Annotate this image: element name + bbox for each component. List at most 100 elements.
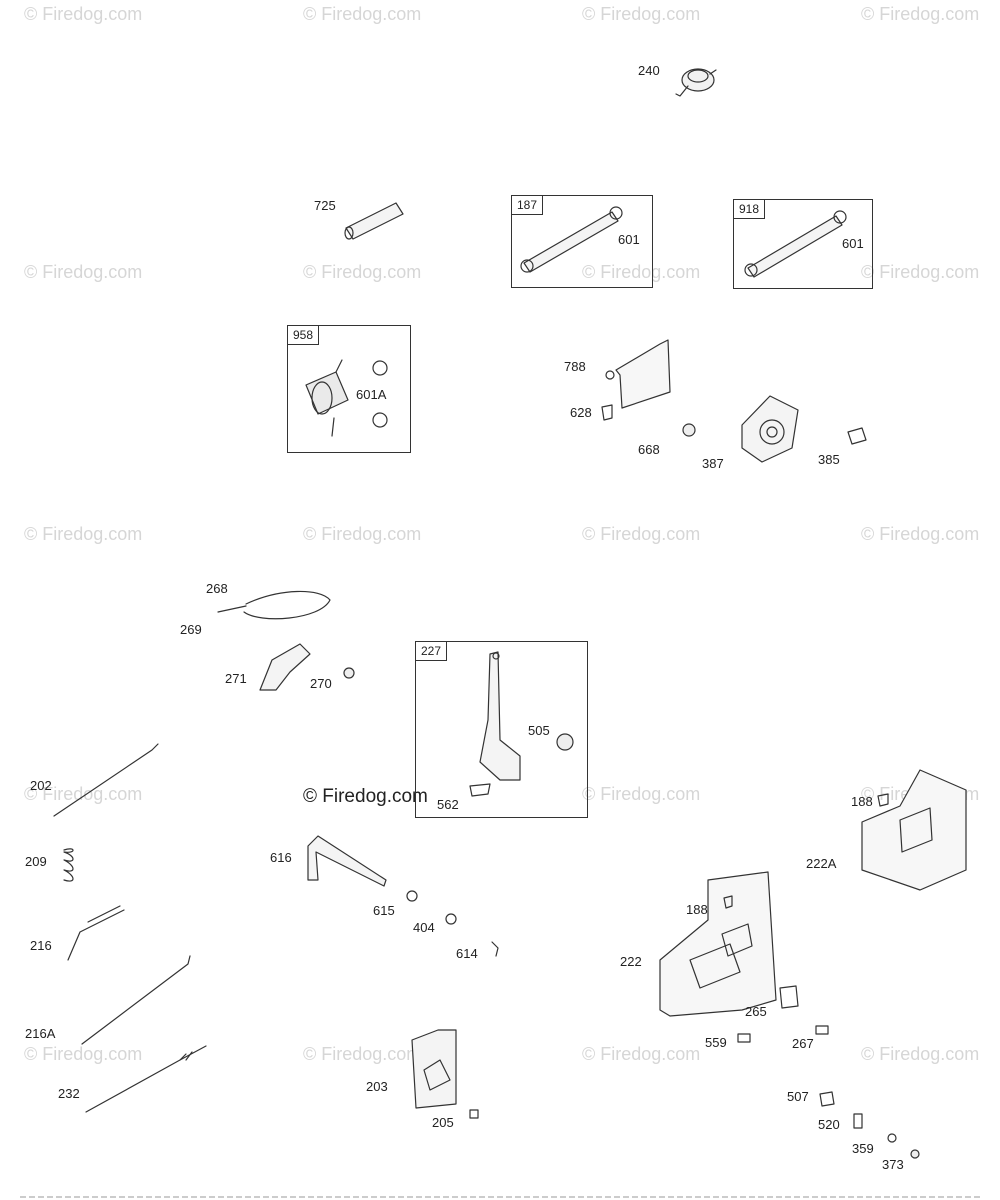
callout-616: 616 xyxy=(270,850,292,865)
part-209[interactable] xyxy=(63,848,74,882)
callout-559: 559 xyxy=(705,1035,727,1050)
kit-box-227[interactable]: 227 xyxy=(415,641,588,818)
part-359[interactable] xyxy=(887,1133,897,1143)
part-404[interactable] xyxy=(445,913,457,925)
part-725[interactable] xyxy=(344,202,404,240)
part-222A[interactable] xyxy=(861,769,967,891)
callout-265: 265 xyxy=(745,1004,767,1019)
watermark: © Firedog.com xyxy=(861,524,980,544)
callout-628: 628 xyxy=(570,405,592,420)
kit-number: 227 xyxy=(415,641,448,661)
callout-615: 615 xyxy=(373,903,395,918)
callout-203: 203 xyxy=(366,1079,388,1094)
part-222[interactable] xyxy=(659,871,777,1017)
part-373[interactable] xyxy=(910,1149,920,1159)
callout-268: 268 xyxy=(206,581,228,596)
part-615[interactable] xyxy=(406,890,418,902)
callout-601A: 601A xyxy=(356,387,387,402)
callout-209: 209 xyxy=(25,854,47,869)
callout-216: 216 xyxy=(30,938,52,953)
watermark: © Firedog.com xyxy=(24,1044,143,1064)
callout-614: 614 xyxy=(456,946,478,961)
part-958-filter[interactable] xyxy=(305,359,388,437)
kit-box-958[interactable]: 958 xyxy=(287,325,411,453)
part-628[interactable] xyxy=(601,404,613,421)
kit-box-918[interactable]: 918 xyxy=(733,199,873,289)
center-watermark: © Firedog.com xyxy=(303,786,428,807)
watermark: © Firedog.com xyxy=(24,524,143,544)
callout-359: 359 xyxy=(852,1141,874,1156)
watermark: © Firedog.com xyxy=(861,1044,980,1064)
watermark: © Firedog.com xyxy=(582,524,701,544)
part-520[interactable] xyxy=(853,1113,863,1129)
callout-668: 668 xyxy=(638,442,660,457)
part-385[interactable] xyxy=(847,427,867,445)
kit-number: 958 xyxy=(287,325,320,345)
page-bottom-border xyxy=(20,1196,980,1198)
callout-788: 788 xyxy=(564,359,586,374)
callout-232: 232 xyxy=(58,1086,80,1101)
part-505[interactable] xyxy=(556,733,574,751)
watermark: © Firedog.com xyxy=(303,262,422,282)
watermark: © Firedog.com xyxy=(303,524,422,544)
part-188-upper[interactable] xyxy=(877,793,889,807)
kit-box-187[interactable]: 187 xyxy=(511,195,653,288)
part-668[interactable] xyxy=(682,423,696,437)
part-265[interactable] xyxy=(779,985,799,1009)
callout-188: 188 xyxy=(851,794,873,809)
callout-269: 269 xyxy=(180,622,202,637)
part-268-cable[interactable] xyxy=(217,590,331,620)
callout-404: 404 xyxy=(413,920,435,935)
part-202[interactable] xyxy=(53,743,159,817)
part-918-hose[interactable] xyxy=(744,210,847,278)
part-216A[interactable] xyxy=(81,955,191,1045)
part-187-hose[interactable] xyxy=(520,206,623,273)
callout-222: 222 xyxy=(620,954,642,969)
part-240[interactable] xyxy=(675,68,717,97)
part-559[interactable] xyxy=(737,1033,751,1043)
part-270[interactable] xyxy=(343,667,355,679)
callout-270: 270 xyxy=(310,676,332,691)
part-507[interactable] xyxy=(819,1091,835,1107)
part-614[interactable] xyxy=(491,941,499,957)
part-616[interactable] xyxy=(307,835,387,887)
part-271[interactable] xyxy=(259,643,311,691)
part-203[interactable] xyxy=(411,1029,457,1109)
callout-385: 385 xyxy=(818,452,840,467)
callout-205: 205 xyxy=(432,1115,454,1130)
callout-216A: 216A xyxy=(25,1026,56,1041)
part-205[interactable] xyxy=(469,1109,479,1119)
callout-271: 271 xyxy=(225,671,247,686)
watermark: © Firedog.com xyxy=(582,784,701,804)
part-232[interactable] xyxy=(85,1045,207,1113)
part-188-lower[interactable] xyxy=(723,895,733,909)
callout-562: 562 xyxy=(437,797,459,812)
watermark: © Firedog.com xyxy=(582,1044,701,1064)
callout-188: 188 xyxy=(686,902,708,917)
part-216[interactable] xyxy=(67,905,125,961)
callout-725: 725 xyxy=(314,198,336,213)
part-788[interactable] xyxy=(605,339,671,409)
callout-240: 240 xyxy=(638,63,660,78)
callout-507: 507 xyxy=(787,1089,809,1104)
watermark: © Firedog.com xyxy=(861,262,980,282)
watermark: © Firedog.com xyxy=(582,262,701,282)
callout-601: 601 xyxy=(842,236,864,251)
part-387[interactable] xyxy=(741,395,799,463)
callout-387: 387 xyxy=(702,456,724,471)
watermark: © Firedog.com xyxy=(303,1044,422,1064)
part-267[interactable] xyxy=(815,1025,829,1035)
callout-601: 601 xyxy=(618,232,640,247)
watermark: © Firedog.com xyxy=(24,784,143,804)
part-227-lever[interactable] xyxy=(469,651,521,797)
callout-373: 373 xyxy=(882,1157,904,1172)
watermark: © Firedog.com xyxy=(861,4,980,24)
kit-number: 918 xyxy=(733,199,766,219)
callout-267: 267 xyxy=(792,1036,814,1051)
callout-222A: 222A xyxy=(806,856,837,871)
callout-505: 505 xyxy=(528,723,550,738)
watermark: © Firedog.com xyxy=(24,262,143,282)
callout-202: 202 xyxy=(30,778,52,793)
